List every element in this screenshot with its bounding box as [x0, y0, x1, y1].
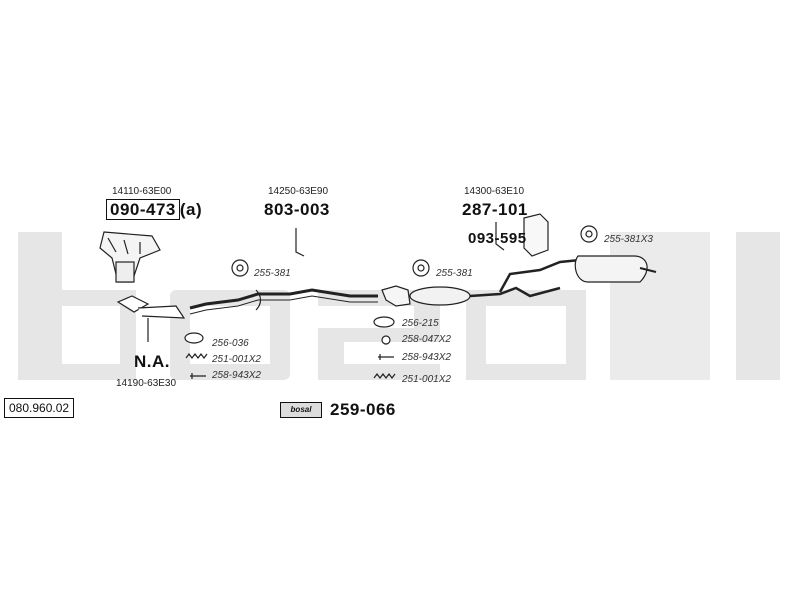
front-pipe-part-number: 803-003 — [264, 200, 330, 219]
downpipe-oem-label: 14190-63E30 — [116, 378, 177, 389]
mid-section-oem-label: 14300-63E10 — [464, 186, 525, 197]
hanger-mid-label: 255-381 — [436, 268, 473, 279]
manifold-number-box: 090-473 — [106, 199, 180, 220]
bolt-mid-label: 258-943X2 — [402, 352, 451, 363]
front-pipe-oem-label: 14250-63E90 — [268, 186, 329, 197]
catalog-number: 080.960.02 — [4, 398, 75, 418]
spring-front-label: 251-001X2 — [212, 354, 261, 365]
kit-badge: bosal — [280, 402, 322, 418]
mid-section-part-number: 287-101 — [462, 200, 528, 219]
nut-mid-label: 258-047X2 — [402, 334, 451, 345]
gasket-mid-label: 256-215 — [402, 318, 439, 329]
kit-part-number: 259-066 — [330, 400, 396, 419]
gasket-front-label: 256-036 — [212, 338, 249, 349]
hanger-front-label: 255-381 — [254, 268, 291, 279]
manifold-oem-label: 14110-63E00 — [112, 186, 172, 197]
downpipe-status: N.A. — [134, 352, 170, 371]
hanger-rear-label: 255-381X3 — [604, 234, 653, 245]
spring-mid-label: 251-001X2 — [402, 374, 451, 385]
heat-shield-part-number: 093-595 — [468, 230, 527, 247]
bolt-front-label: 258-943X2 — [212, 370, 261, 381]
manifold-part-number: 090-473(a) — [106, 199, 203, 220]
manifold-suffix: (a) — [179, 200, 203, 219]
